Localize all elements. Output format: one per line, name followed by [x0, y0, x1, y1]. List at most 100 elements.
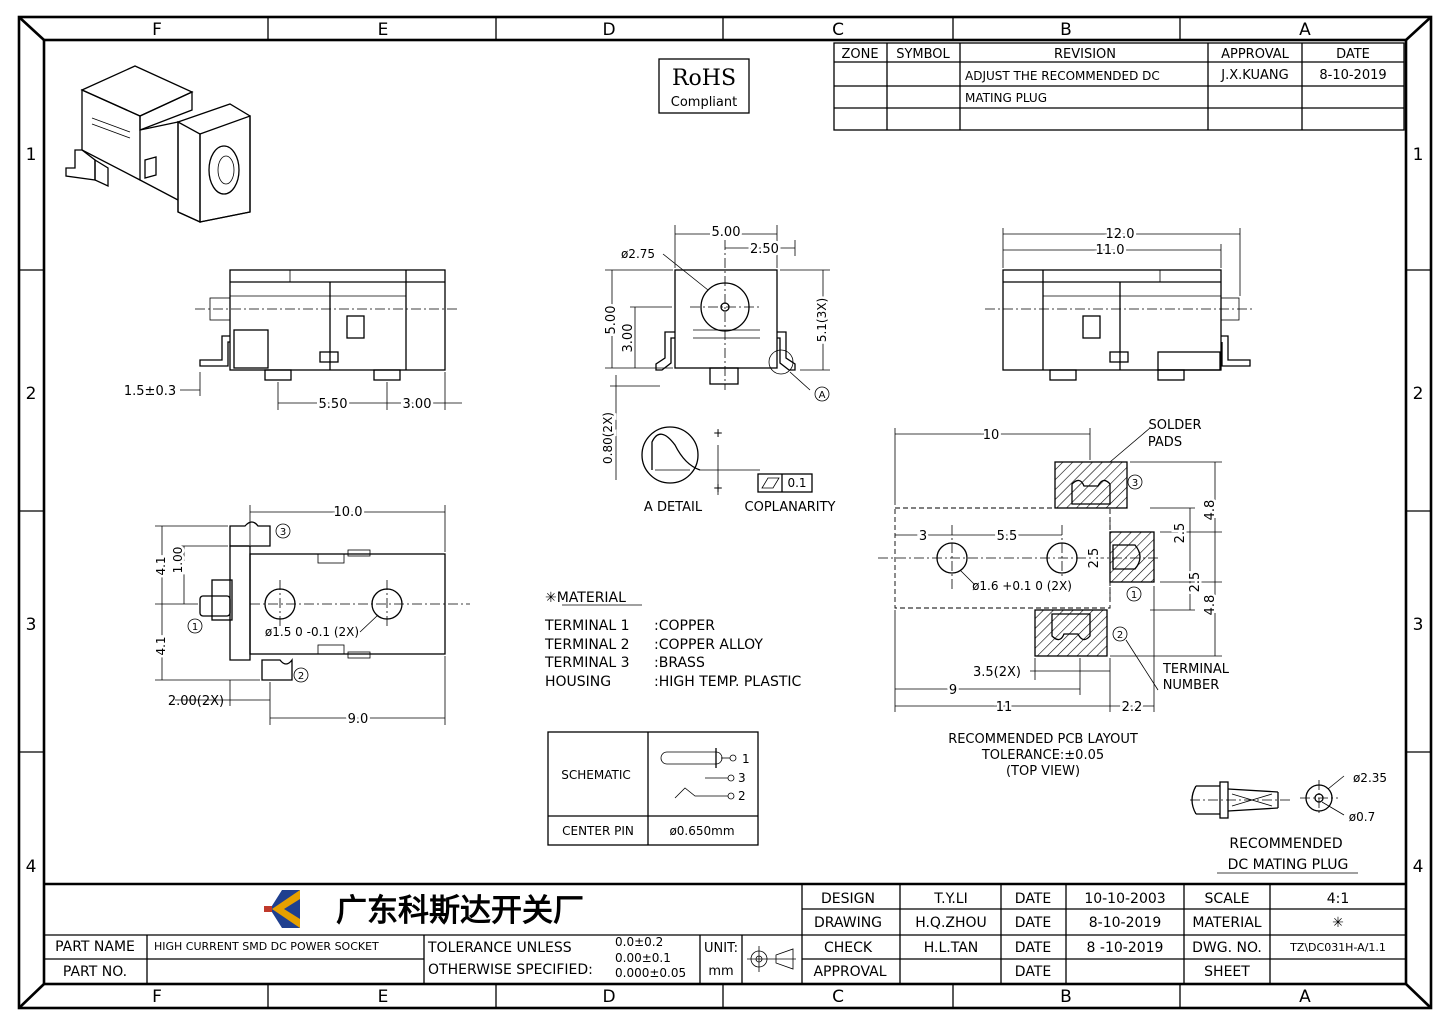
plug-dia-outer: ø2.35: [1353, 771, 1387, 785]
company-logo: [262, 890, 300, 928]
schematic-label: SCHEMATIC: [561, 768, 630, 782]
dim-front-center: 3.00: [621, 324, 636, 353]
zone-col-c-bottom: C: [832, 987, 844, 1007]
part-name-value: HIGH CURRENT SMD DC POWER SOCKET: [154, 940, 379, 953]
date-label-2: DATE: [1015, 915, 1051, 931]
side-view-left: 1.5±0.3 5.50 3.00: [124, 269, 462, 415]
tolerance-value-2: 0.00±0.1: [615, 951, 671, 965]
title-block: 广东科斯达开关厂 PART NAME HIGH CURRENT SMD DC P…: [44, 882, 1406, 984]
pcb-layout: 3 1 2 10 SOLDER PADS 4.8 2.5 2.5 2.5 4.8…: [878, 418, 1230, 779]
side-view-right: 12.0 11.0: [985, 225, 1255, 381]
rohs-text: RoHS: [672, 66, 736, 91]
approval-label: APPROVAL: [813, 964, 886, 980]
pcb-terminal-3: 3: [1132, 478, 1138, 489]
rev-header-date: DATE: [1336, 47, 1370, 62]
rohs-stamp: RoHS Compliant: [658, 58, 750, 114]
material-row-2-name: TERMINAL 2: [544, 637, 630, 653]
pcb-dim-11: 11: [996, 700, 1013, 715]
dim-top-c: 4.1: [154, 636, 168, 655]
dim-top-d: 2.00(2X): [168, 694, 224, 709]
check-label: CHECK: [824, 940, 873, 956]
solder-pads-label-1: SOLDER: [1149, 418, 1202, 433]
dim-front-lead: 0.80(2X): [601, 412, 615, 464]
material-row-2-value: :COPPER ALLOY: [654, 637, 763, 653]
zone-col-a-top: A: [1299, 20, 1311, 40]
top-view-terminal-1: 1: [192, 622, 198, 633]
dim-side-right-total: 12.0: [1106, 227, 1135, 242]
tolerance-value-1: 0.0±0.2: [615, 935, 663, 949]
dwg-no-label: DWG. NO.: [1192, 940, 1262, 956]
zone-labels: F E D C B A F E D C B A 1 2 3 4 1 2 3 4: [26, 20, 1424, 1007]
tolerance-value-3: 0.000±0.05: [615, 966, 686, 980]
pcb-dim-4-8-bottom: 4.8: [1203, 595, 1218, 616]
front-view: A 5.00 2.50 ø2.75 5.00 3.00 5.1(3X) 0.80…: [599, 223, 832, 480]
dim-front-dia: ø2.75: [621, 247, 655, 261]
date-drawing-value: 8-10-2019: [1089, 915, 1161, 931]
zone-row-1-left: 1: [26, 145, 37, 165]
dim-side-left-c: 3.00: [403, 397, 432, 412]
coplanarity-arrow-top: +: [713, 426, 723, 440]
pcb-dim-10: 10: [983, 428, 1000, 443]
dim-side-left-b: 5.50: [319, 397, 348, 412]
pcb-caption-1: RECOMMENDED PCB LAYOUT: [948, 732, 1138, 747]
pcb-dim-2-5-b: 2.5: [1087, 548, 1102, 569]
coplanarity-tol: 0.1: [787, 476, 806, 490]
rev-row1-date: 8-10-2019: [1319, 68, 1386, 83]
top-view-terminal-3: 3: [280, 527, 286, 538]
unit-label: UNIT:: [704, 941, 738, 956]
dwg-no-value: TZ\DC031H-A/1.1: [1289, 941, 1386, 954]
drawing-value: H.Q.ZHOU: [915, 915, 987, 931]
sheet-label: SHEET: [1204, 964, 1250, 980]
pcb-hole: ø1.6 +0.1 0 (2X): [972, 579, 1072, 593]
schematic-pin-2: 2: [738, 789, 746, 803]
scale-label: SCALE: [1205, 891, 1250, 907]
coplanarity-label: COPLANARITY: [745, 500, 836, 515]
pcb-dim-3-5: 3.5(2X): [973, 665, 1021, 680]
dim-side-right-body: 11.0: [1096, 243, 1125, 258]
pcb-dim-9: 9: [949, 683, 957, 698]
zone-col-e-top: E: [378, 20, 389, 40]
rev-row2-revision: MATING PLUG: [965, 91, 1047, 105]
pcb-terminal-1: 1: [1131, 590, 1137, 601]
schematic-pin-1: 1: [742, 752, 750, 766]
zone-col-e-bottom: E: [378, 987, 389, 1007]
material-row-4-name: HOUSING: [545, 674, 611, 690]
unit-value: mm: [708, 964, 733, 979]
tolerance-line-1: TOLERANCE UNLESS: [427, 940, 572, 956]
plug-dia-inner: ø0.7: [1349, 810, 1375, 824]
detail-ref-a: A: [819, 390, 826, 401]
zone-row-3-left: 3: [26, 615, 37, 635]
material-label: MATERIAL: [1192, 915, 1261, 931]
pcb-caption-2: TOLERANCE:±0.05: [981, 748, 1104, 763]
zone-row-4-left: 4: [26, 857, 37, 877]
dim-side-left-a: 1.5±0.3: [124, 384, 176, 399]
zone-row-1-right: 1: [1413, 145, 1424, 165]
tolerance-line-2: OTHERWISE SPECIFIED:: [428, 962, 593, 978]
rev-header-approval: APPROVAL: [1221, 47, 1290, 62]
rev-row1-approval: J.X.KUANG: [1220, 68, 1288, 83]
part-no-label: PART NO.: [63, 964, 127, 980]
dim-top-width: 10.0: [334, 505, 363, 520]
date-label-4: DATE: [1015, 964, 1051, 980]
part-name-label: PART NAME: [55, 939, 135, 955]
zone-col-f-top: F: [152, 20, 162, 40]
pcb-dim-5-5: 5.5: [997, 529, 1018, 544]
plug-caption-1: RECOMMENDED: [1229, 836, 1342, 852]
dim-front-height: 5.00: [604, 306, 619, 335]
a-detail-label: A DETAIL: [644, 500, 703, 515]
zone-row-2-right: 2: [1413, 384, 1424, 404]
zone-col-b-bottom: B: [1060, 987, 1072, 1007]
zone-row-4-right: 4: [1413, 857, 1424, 877]
zone-row-2-left: 2: [26, 384, 37, 404]
pcb-dim-2-5-a: 2.5: [1173, 523, 1188, 544]
revision-table: ZONE SYMBOL REVISION APPROVAL DATE ADJUS…: [833, 42, 1405, 131]
zone-col-a-bottom: A: [1299, 987, 1311, 1007]
scale-value: 4:1: [1327, 891, 1350, 907]
material-row-1-value: :COPPER: [654, 618, 715, 634]
dim-top-hole: ø1.5 0 -0.1 (2X): [265, 625, 359, 639]
dim-front-width: 5.00: [712, 225, 741, 240]
design-label: DESIGN: [821, 891, 875, 907]
material-row-1-name: TERMINAL 1: [544, 618, 630, 634]
rev-header-zone: ZONE: [841, 47, 878, 62]
rev-header-symbol: SYMBOL: [896, 47, 950, 62]
